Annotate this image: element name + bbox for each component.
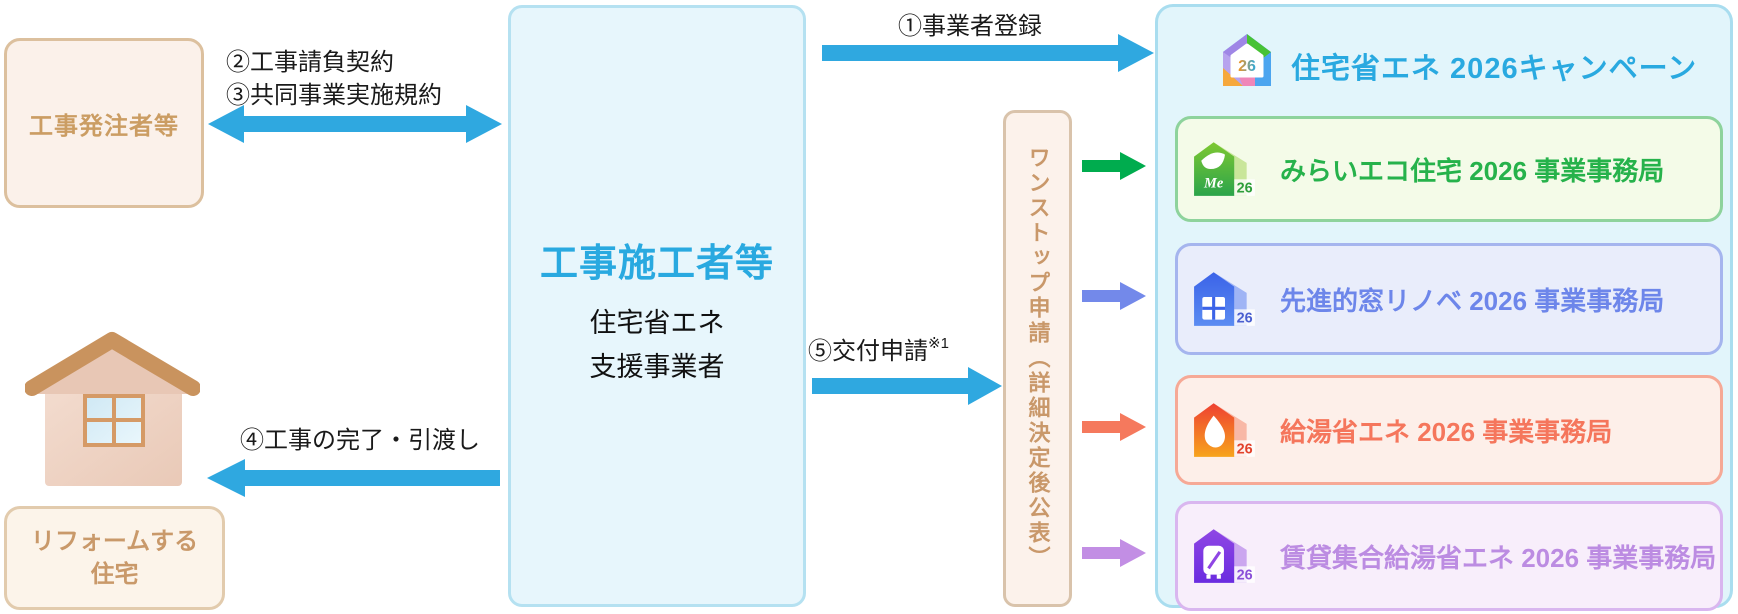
grant-arrow-bar	[812, 378, 968, 394]
grant-label-text: ⑤交付申請	[808, 338, 928, 365]
onestop-arrow-green-bar	[1082, 160, 1120, 172]
mado-renove-logo-icon: 26	[1194, 272, 1255, 327]
onestop-arrow-coral-head-icon	[1120, 413, 1146, 441]
office-label-kyutou: 給湯省エネ 2026 事業事務局	[1280, 416, 1613, 447]
orderer-box: 工事発注者等	[4, 38, 204, 208]
office-box-chintai-kyutou: 26 賃貸集合給湯省エネ 2026 事業事務局	[1175, 501, 1723, 611]
reform-label-line2: 住宅	[90, 561, 139, 588]
register-arrow-head-icon	[1118, 34, 1154, 72]
orderer-label: 工事発注者等	[29, 112, 179, 140]
chintai-kyutou-logo-icon: 26	[1194, 529, 1255, 584]
grant-label: ⑤交付申請※1	[808, 331, 949, 366]
campaign-title: 住宅省エネ 2026キャンペーン	[1291, 53, 1698, 85]
onestop-arrow-green-head-icon	[1120, 152, 1146, 180]
contractor-box: 工事施工者等 住宅省エネ 支援事業者	[508, 5, 806, 607]
onestop-label: ワンストップ申請（詳細決定後公表）	[1025, 146, 1051, 571]
grant-arrow-head-icon	[968, 367, 1002, 405]
mirai-eco-badge: 26	[1237, 181, 1253, 197]
onestop-arrow-blue-head-icon	[1120, 282, 1146, 310]
office-box-kyutou: 26 給湯省エネ 2026 事業事務局	[1175, 375, 1723, 485]
reform-house-icon	[25, 332, 200, 486]
reform-house-box: リフォームする 住宅	[4, 506, 225, 610]
mado-renove-badge: 26	[1237, 311, 1253, 327]
contract-label: ②工事請負契約	[226, 49, 394, 76]
contract-arrow-left-head-icon	[208, 105, 244, 143]
mirai-eco-logo-icon: Me 26	[1194, 142, 1255, 197]
onestop-arrow-purple-head-icon	[1120, 539, 1146, 567]
office-box-mirai-eco: Me 26 みらいエコ住宅 2026 事業事務局	[1175, 116, 1723, 222]
contract-arrow-bar	[244, 116, 466, 132]
office-label-chintai-kyutou: 賃貸集合給湯省エネ 2026 事業事務局	[1280, 542, 1717, 573]
register-label: ①事業者登録	[898, 13, 1042, 40]
handover-arrow-bar	[245, 470, 500, 486]
chintai-kyutou-badge: 26	[1237, 568, 1253, 584]
onestop-box: ワンストップ申請（詳細決定後公表）	[1003, 110, 1072, 607]
contractor-subtitle-line2: 支援事業者	[589, 352, 725, 382]
kyutou-badge: 26	[1237, 442, 1253, 458]
campaign-logo-icon: 26	[1223, 34, 1271, 86]
agreement-label: ③共同事業実施規約	[226, 82, 442, 109]
campaign-badge: 26	[1238, 58, 1256, 75]
office-box-mado-renove: 26 先進的窓リノベ 2026 事業事務局	[1175, 243, 1723, 355]
grant-note: ※1	[928, 335, 949, 352]
handover-label: ④工事の完了・引渡し	[240, 427, 480, 454]
reform-label-line1: リフォームする	[30, 528, 199, 555]
contractor-title: 工事施工者等	[539, 243, 774, 285]
onestop-arrow-purple-bar	[1082, 547, 1120, 559]
mirai-eco-logo-text: Me	[1203, 176, 1224, 192]
campaign-container: 26 住宅省エネ 2026キャンペーン Me 26 みらいエコ住宅 2026 事…	[1155, 4, 1733, 611]
onestop-arrow-blue-bar	[1082, 290, 1120, 302]
handover-arrow-head-icon	[207, 459, 245, 497]
office-label-mado-renove: 先進的窓リノベ 2026 事業事務局	[1280, 285, 1665, 316]
kyutou-logo-icon: 26	[1194, 403, 1255, 458]
register-arrow-bar	[822, 45, 1120, 61]
office-label-mirai-eco: みらいエコ住宅 2026 事業事務局	[1280, 155, 1665, 186]
contractor-subtitle-line1: 住宅省エネ	[589, 308, 725, 338]
contract-arrow-right-head-icon	[466, 105, 502, 143]
onestop-arrow-coral-bar	[1082, 421, 1120, 433]
